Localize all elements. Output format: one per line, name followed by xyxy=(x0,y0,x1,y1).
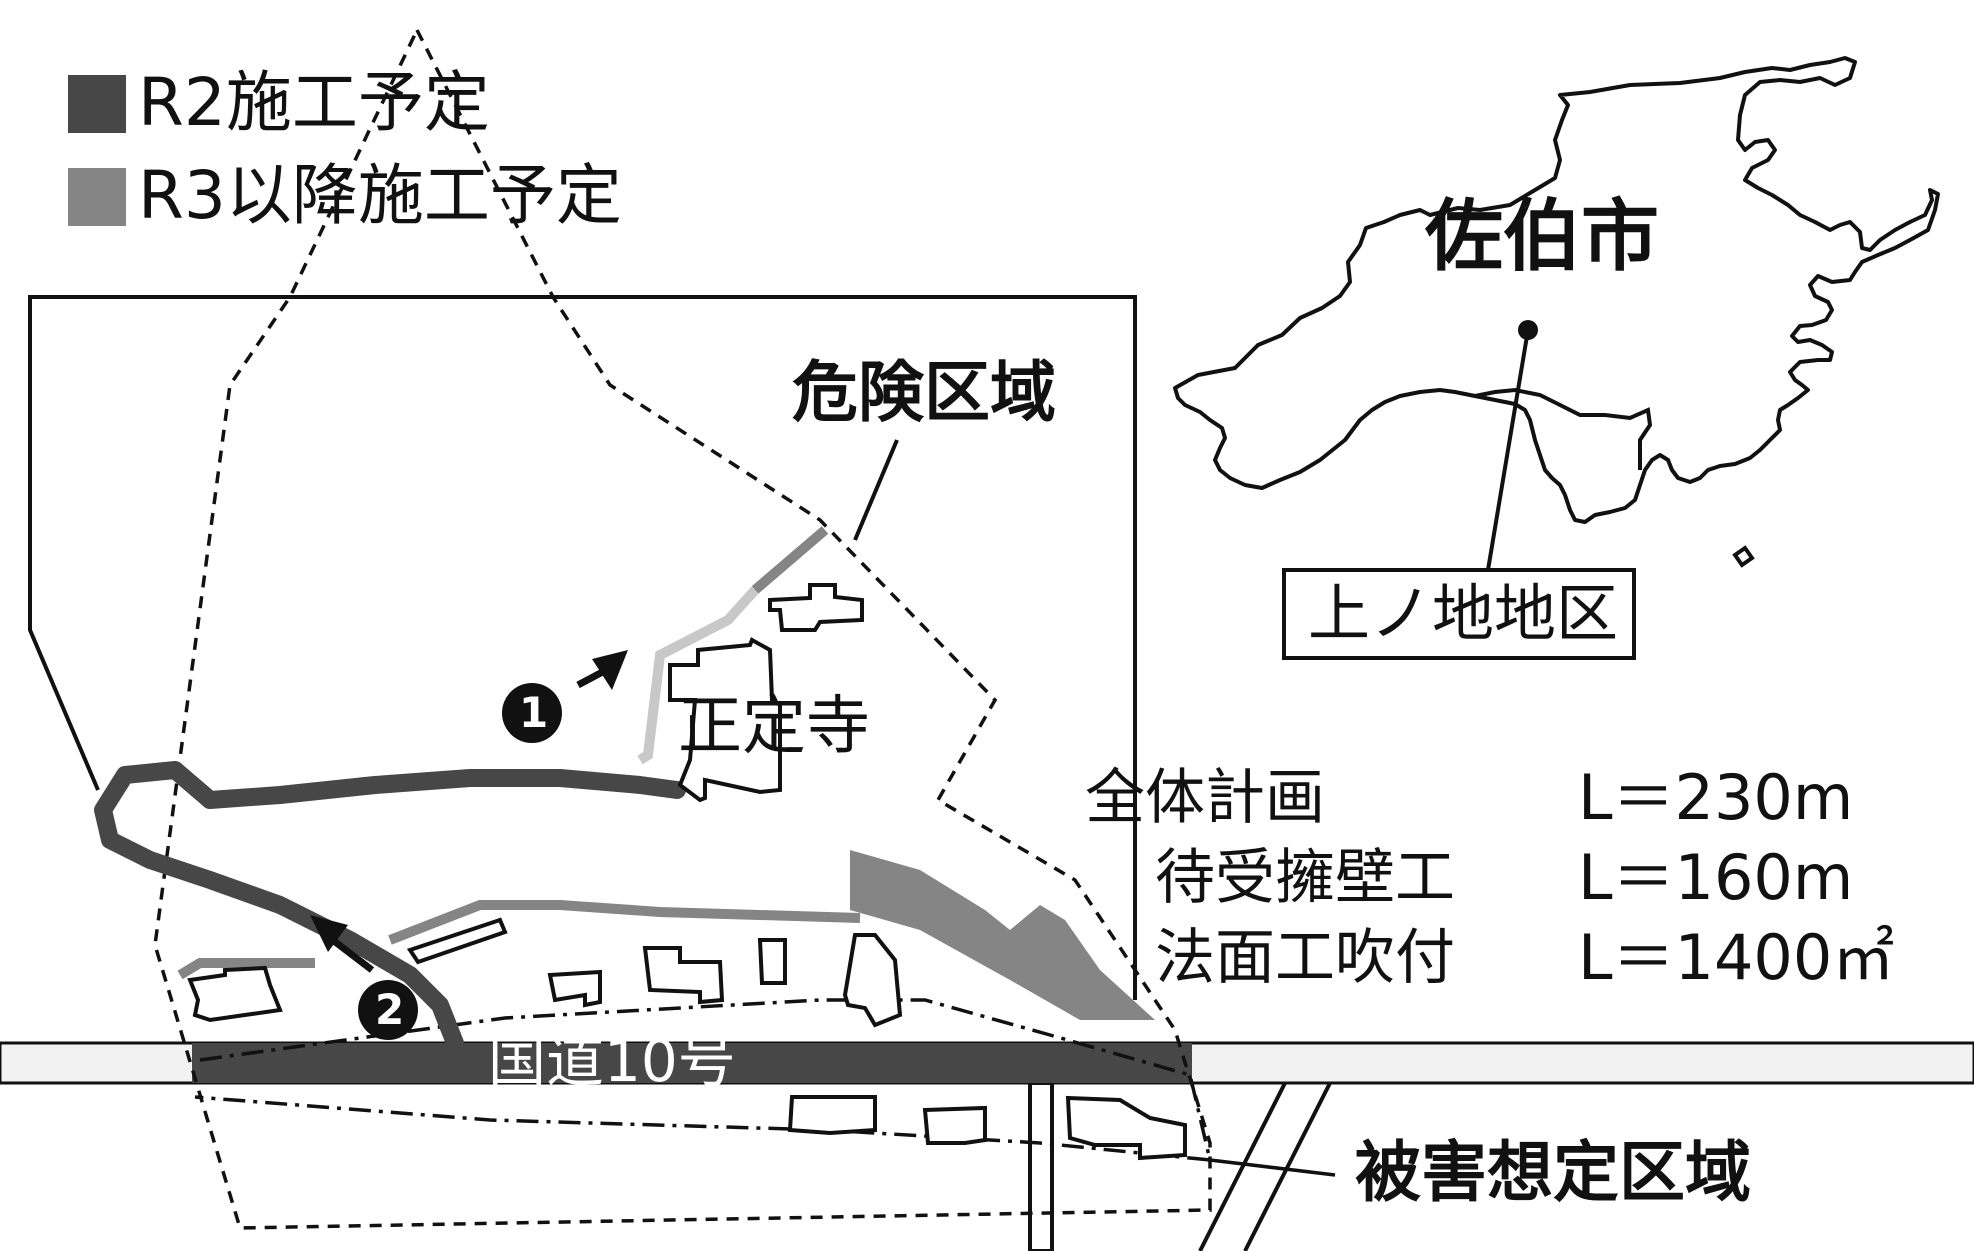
marker-1-circle xyxy=(502,683,562,743)
building xyxy=(547,969,602,1008)
building xyxy=(842,933,903,1028)
spec-value-overall: L＝230m xyxy=(1578,761,1854,834)
side-road xyxy=(1198,1082,1332,1251)
marker-1-number: 1 xyxy=(519,688,549,737)
buildings xyxy=(187,583,1187,1161)
building xyxy=(1065,1095,1187,1161)
building xyxy=(406,917,508,965)
r3-left-wall xyxy=(177,958,315,980)
r3-slope-face xyxy=(850,850,1155,1020)
legend-label-r2: R2施工予定 xyxy=(138,64,490,141)
road-label: 国道10号 xyxy=(488,1027,736,1095)
damage-zone-leader xyxy=(1209,1158,1336,1177)
legend-swatch-r2 xyxy=(68,75,126,133)
bridge-road xyxy=(1028,1081,1054,1251)
spec-name-retaining-wall: 待受擁壁工 xyxy=(1155,843,1455,913)
district-label-box: 上ノ地地区 xyxy=(1282,568,1637,661)
building xyxy=(642,946,725,1005)
danger-zone-label: 危険区域 xyxy=(792,354,1056,431)
location-leader xyxy=(1486,329,1530,571)
r2-winding-path xyxy=(94,761,686,1052)
marker-2-arrow xyxy=(310,915,375,973)
building xyxy=(768,583,864,632)
marker-1-arrow xyxy=(576,650,628,690)
spec-name-overall: 全体計画 xyxy=(1085,763,1325,833)
legend-label-r3: R3以降施工予定 xyxy=(138,157,622,234)
legend-swatch-r3 xyxy=(68,168,126,226)
building xyxy=(787,1095,877,1136)
temple-label: 正定寺 xyxy=(678,690,870,764)
building xyxy=(668,637,782,803)
marker-2-circle xyxy=(358,980,418,1040)
damage-zone-boundary xyxy=(194,998,1213,1162)
spec-value-slope-spray: L＝1400㎡ xyxy=(1578,921,1895,994)
area-frame xyxy=(28,295,1137,1000)
building xyxy=(187,965,283,1023)
r3-upper-wall xyxy=(751,526,829,594)
light-path xyxy=(637,586,759,765)
danger-zone-boundary xyxy=(153,29,1212,1230)
saiki-inner-boundary xyxy=(1474,387,1653,470)
saiki-city-outline xyxy=(1173,56,1940,524)
spec-value-retaining-wall: L＝160m xyxy=(1578,841,1854,914)
city-label: 佐伯市 xyxy=(1425,192,1660,282)
marker-2-number: 2 xyxy=(375,985,405,1034)
spec-name-slope-spray: 法面工吹付 xyxy=(1155,923,1455,993)
building xyxy=(757,938,787,985)
r2-road-section xyxy=(192,1043,1192,1083)
building xyxy=(922,1105,987,1145)
r3-lower-wall xyxy=(388,900,861,945)
saiki-island xyxy=(1732,545,1755,568)
damage-zone-label: 被害想定区域 xyxy=(1355,1134,1751,1211)
danger-zone-leader xyxy=(853,439,899,541)
